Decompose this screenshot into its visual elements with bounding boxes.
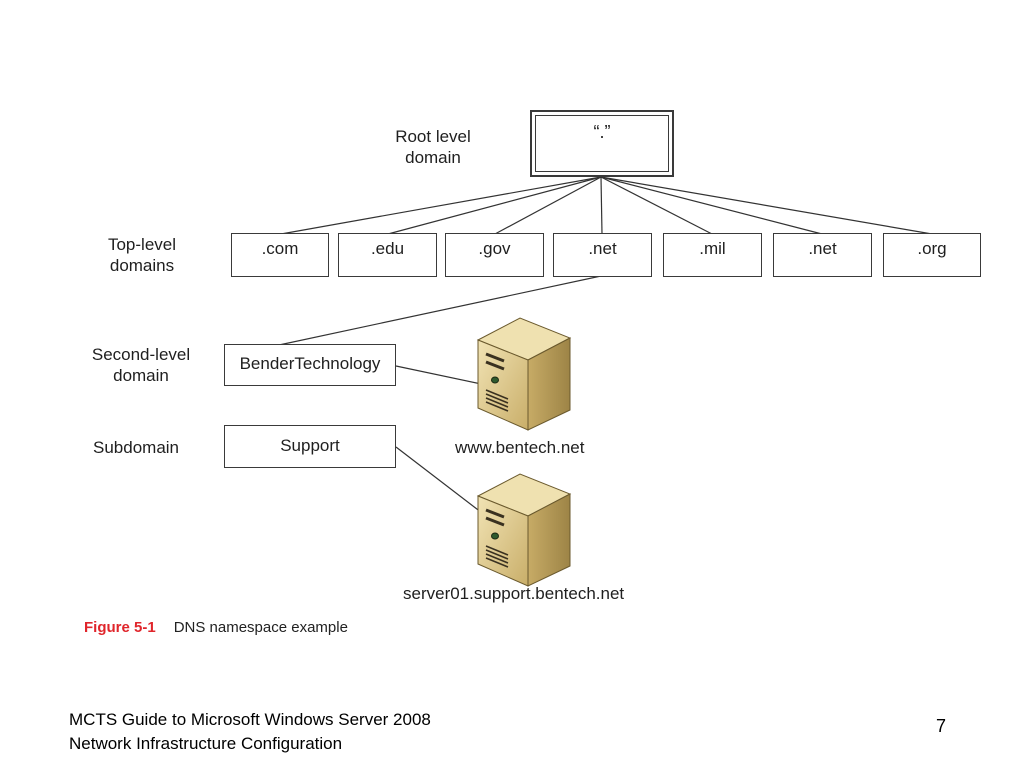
connector-root-net (600, 176, 603, 235)
subdomain-label: Support (280, 436, 340, 455)
connector-second-server (395, 365, 487, 386)
server-icon (476, 316, 572, 432)
tld-label: .net (588, 239, 617, 258)
tld-label: .gov (478, 239, 511, 258)
tld-node: .gov (445, 233, 544, 277)
slide-footer: MCTS Guide to Microsoft Windows Server 2… (69, 708, 431, 756)
level-label-second: Second-level domain (91, 345, 191, 385)
tld-label: .mil (699, 239, 726, 258)
root-domain-node: “.” (530, 110, 674, 177)
page-number: 7 (936, 716, 947, 736)
connector-sub-server (395, 446, 487, 517)
connector-root-gov (494, 176, 602, 235)
footer-line-1: MCTS Guide to Microsoft Windows Server 2… (69, 710, 431, 729)
footer-line-2: Network Infrastructure Configuration (69, 734, 343, 753)
connector-root-mil (600, 176, 713, 235)
subdomain-node: Support (224, 425, 396, 468)
level-label-sub: Subdomain (93, 438, 180, 457)
tld-node: .net (553, 233, 652, 277)
figure-title: DNS namespace example (173, 619, 348, 636)
tld-node: .net (773, 233, 872, 277)
second-level-label: BenderTechnology (239, 354, 381, 373)
level-label-root: Root level domain (395, 127, 471, 167)
server-name-support: server01.support.bentech.net (403, 584, 625, 603)
connector-root-edu (387, 176, 602, 235)
connector-root-org (600, 176, 933, 235)
tld-label: .org (917, 239, 947, 258)
connector-root-net-2 (600, 176, 823, 235)
connector-root-com (280, 176, 602, 235)
connector-net-second (278, 275, 602, 346)
root-domain-label: “.” (593, 122, 611, 142)
tld-label: .com (261, 239, 299, 258)
tld-label: .edu (370, 239, 405, 258)
tld-node: .mil (663, 233, 762, 277)
tld-label: .net (808, 239, 837, 258)
level-label-top: Top-level domains (107, 235, 177, 275)
second-level-node: BenderTechnology (224, 344, 396, 386)
tld-node: .edu (338, 233, 437, 277)
server-icon (476, 472, 572, 588)
server-name-www: www.bentech.net (455, 438, 585, 457)
tld-node: .com (231, 233, 329, 277)
tld-node: .org (883, 233, 981, 277)
figure-number: Figure 5-1 (84, 619, 156, 636)
figure-caption: Figure 5-1 DNS namespace example (84, 619, 348, 636)
